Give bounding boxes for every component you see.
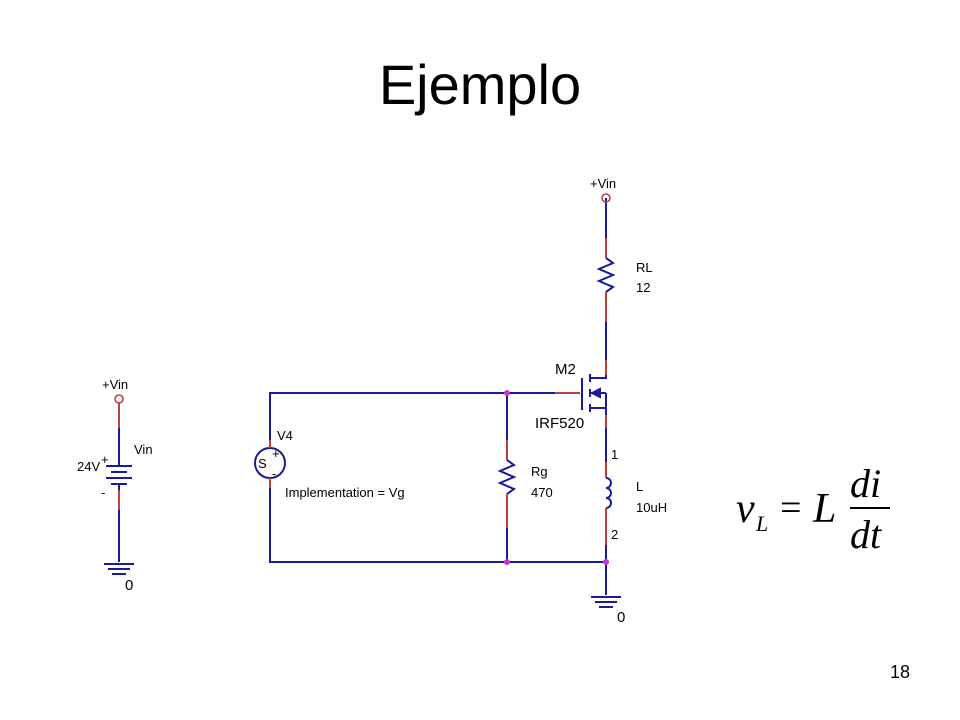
mosfet-part: IRF520 (535, 415, 584, 432)
rg-name: Rg (531, 464, 548, 479)
mosfet-name: M2 (555, 361, 576, 378)
rl-net-label: +Vin (590, 176, 616, 191)
junction-rg-ground (504, 559, 510, 565)
source-name: V4 (277, 428, 293, 443)
battery-minus-sign: - (101, 485, 105, 500)
slide-title: Ejemplo (378, 53, 582, 116)
gate-wire (269, 392, 555, 448)
mosfet-icon (581, 374, 607, 415)
page-number: 18 (889, 662, 910, 682)
battery-ground-label: 0 (125, 577, 133, 594)
inductor-pin2: 2 (611, 527, 618, 542)
battery-net-label: +Vin (102, 377, 128, 392)
inductor-value: 10uH (636, 500, 667, 515)
inductor-name: L (636, 479, 643, 494)
resistor-rl-icon (596, 257, 616, 293)
battery-plus-sign: + (101, 452, 109, 467)
vin-port-icon (114, 394, 124, 404)
vin-port-top-icon (601, 193, 611, 203)
source-minus-sign: - (272, 466, 276, 481)
resistor-rg: Rg 470 (497, 440, 553, 528)
equation-coef: L (812, 486, 836, 532)
battery-name: Vin (134, 442, 153, 457)
battery-icon (106, 462, 132, 490)
equation-numerator: di (850, 461, 881, 506)
junction-ground (603, 559, 609, 565)
junction-gate (504, 390, 510, 396)
ground-return-wire (269, 478, 606, 563)
source-v4: S + - V4 Implementation = Vg (254, 428, 405, 500)
equation-lhs-sub: L (755, 511, 768, 536)
battery-circuit: +Vin + - Vin 24V 0 (77, 377, 153, 594)
main-wires (269, 198, 607, 595)
source-symbol: S (258, 456, 267, 471)
main-ground-icon (591, 596, 621, 608)
rl-name: RL (636, 260, 653, 275)
rl-value: 12 (636, 280, 650, 295)
inductor-icon (605, 477, 612, 509)
mosfet-m2: M2 IRF520 (535, 360, 607, 432)
main-ground-label: 0 (617, 609, 625, 626)
inductor-equation: v L = L di dt (736, 461, 890, 557)
equation-lhs-var: v (736, 486, 755, 532)
battery-value: 24V (77, 459, 100, 474)
resistor-rg-icon (497, 459, 517, 495)
equation-denominator: dt (850, 512, 882, 557)
rg-value: 470 (531, 485, 553, 500)
battery-ground-icon (104, 563, 134, 575)
resistor-rl: +Vin RL 12 (590, 176, 653, 322)
source-implementation: Implementation = Vg (285, 485, 405, 500)
inductor-pin1: 1 (611, 447, 618, 462)
equation-equals: = (780, 487, 801, 529)
inductor-l: 1 2 L 10uH (605, 428, 667, 545)
source-plus-sign: + (272, 446, 280, 461)
